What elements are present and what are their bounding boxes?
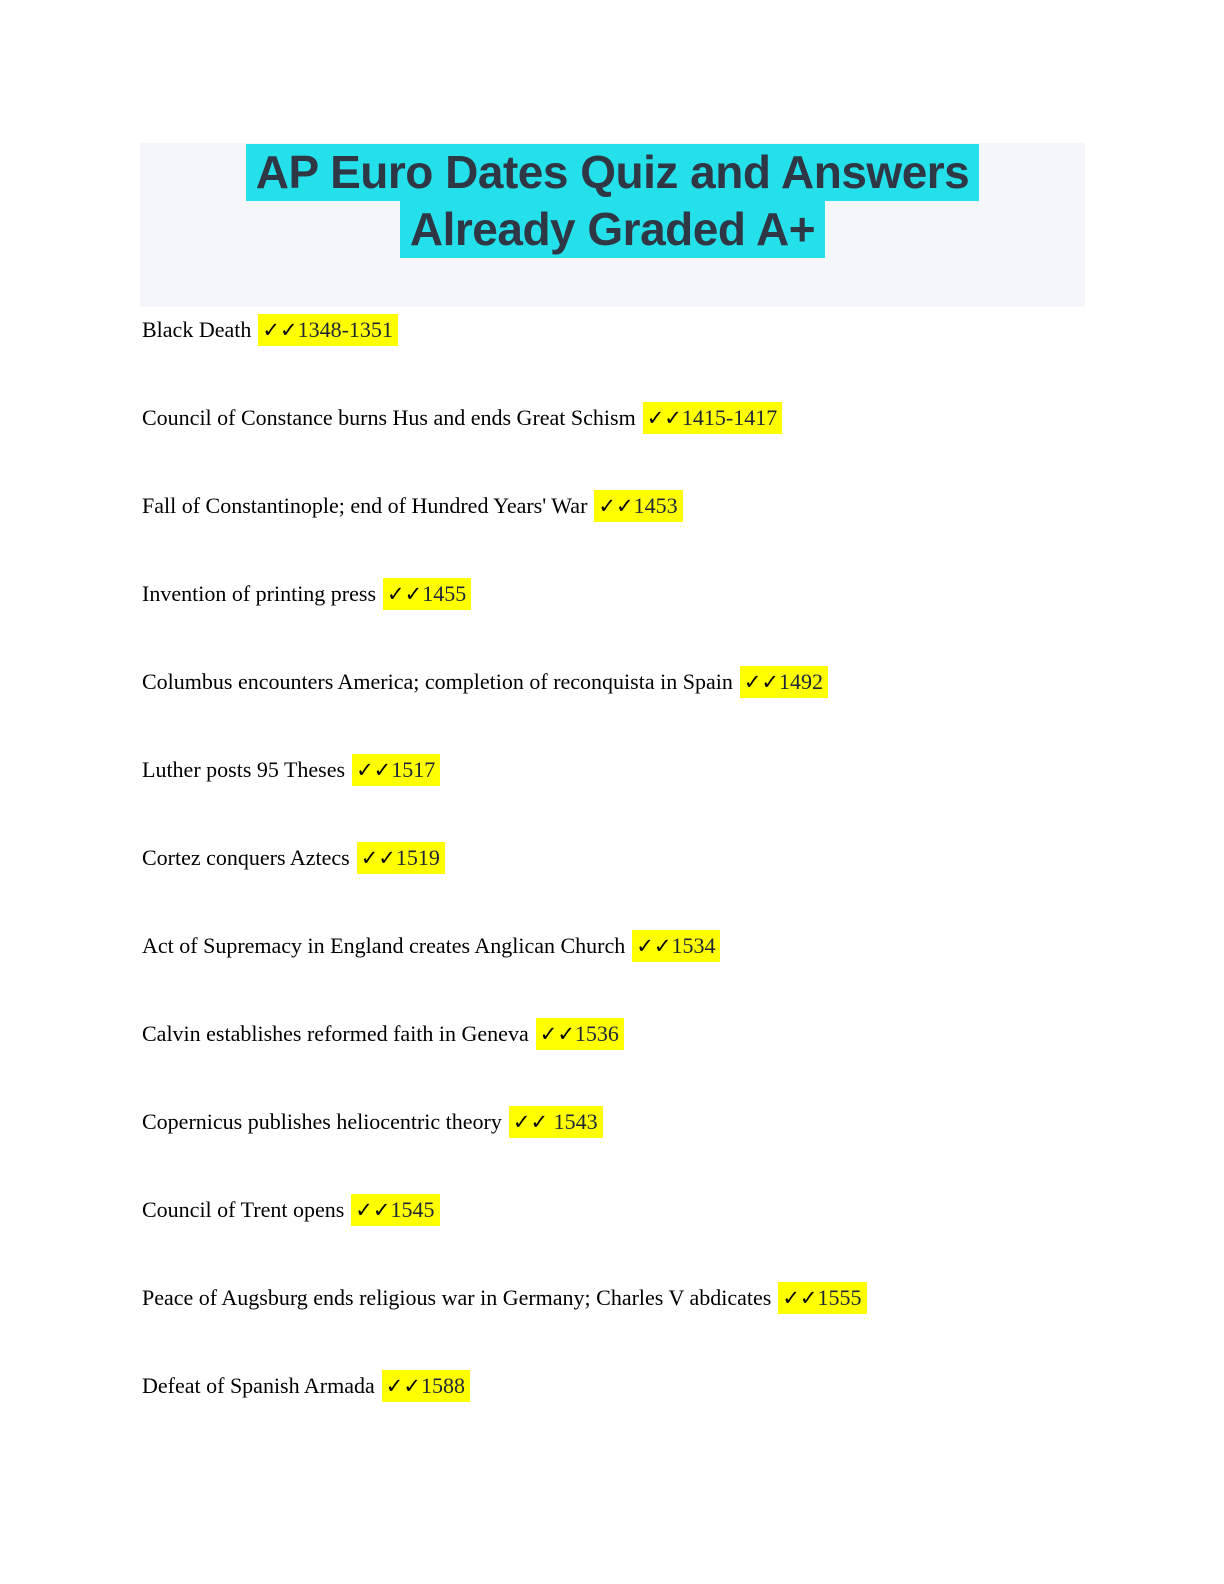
question-text: Peace of Augsburg ends religious war in …	[142, 1285, 772, 1310]
double-checkmark-icon: ✓✓	[743, 670, 780, 694]
qa-item: Invention of printing press✓✓1455	[142, 578, 1085, 610]
answer-highlight: ✓✓1348-1351	[258, 314, 398, 346]
double-checkmark-icon: ✓✓	[356, 758, 392, 782]
question-text: Act of Supremacy in England creates Angl…	[142, 933, 626, 958]
question-text: Black Death	[142, 317, 252, 342]
double-checkmark-icon: ✓✓	[782, 1286, 818, 1310]
answer-date: 1519	[395, 845, 440, 870]
qa-item: Defeat of Spanish Armada✓✓1588	[142, 1370, 1085, 1402]
qa-item: Cortez conquers Aztecs✓✓1519	[142, 842, 1085, 874]
answer-highlight: ✓✓1519	[356, 842, 445, 874]
answer-highlight: ✓✓ 1543	[508, 1106, 603, 1138]
double-checkmark-icon: ✓✓	[387, 582, 423, 606]
qa-item: Black Death✓✓1348-1351	[142, 314, 1085, 346]
page-title-line-2: Already Graded A+	[399, 201, 826, 258]
answer-highlight: ✓✓1536	[535, 1018, 624, 1050]
qa-item: Council of Trent opens✓✓1545	[142, 1194, 1085, 1226]
answer-highlight: ✓✓1588	[381, 1370, 470, 1402]
question-text: Council of Trent opens	[142, 1197, 345, 1222]
answer-highlight: ✓✓1534	[632, 930, 721, 962]
double-checkmark-icon: ✓✓	[636, 934, 672, 958]
double-checkmark-icon: ✓✓	[646, 406, 682, 430]
qa-item: Act of Supremacy in England creates Angl…	[142, 930, 1085, 962]
answer-date: 1453	[633, 493, 678, 518]
answer-date: 1492	[779, 669, 824, 694]
qa-item: Columbus encounters America; completion …	[142, 666, 1085, 698]
answer-date: 1455	[422, 581, 467, 606]
answer-highlight: ✓✓1517	[352, 754, 441, 786]
answer-date: 1415-1417	[681, 405, 778, 430]
double-checkmark-icon: ✓✓	[355, 1198, 391, 1222]
title-banner: AP Euro Dates Quiz and Answers Already G…	[140, 143, 1085, 307]
answer-date: 1545	[390, 1197, 435, 1222]
double-checkmark-icon: ✓✓	[539, 1022, 575, 1046]
qa-item: Calvin establishes reformed faith in Gen…	[142, 1018, 1085, 1050]
answer-highlight: ✓✓1545	[351, 1194, 440, 1226]
answer-date: 1543	[548, 1109, 598, 1134]
double-checkmark-icon: ✓✓	[360, 846, 396, 870]
page-title-line-1: AP Euro Dates Quiz and Answers	[245, 144, 980, 201]
answer-date: 1534	[671, 933, 716, 958]
question-text: Council of Constance burns Hus and ends …	[142, 405, 636, 430]
answer-date: 1536	[574, 1021, 619, 1046]
page-title: AP Euro Dates Quiz and Answers Already G…	[140, 144, 1085, 258]
answer-highlight: ✓✓1415-1417	[642, 402, 783, 434]
qa-list: Black Death✓✓1348-1351 Council of Consta…	[142, 307, 1085, 1459]
qa-item: Copernicus publishes heliocentric theory…	[142, 1106, 1085, 1138]
question-text: Copernicus publishes heliocentric theory	[142, 1109, 502, 1134]
double-checkmark-icon: ✓✓	[598, 494, 634, 518]
qa-item: Fall of Constantinople; end of Hundred Y…	[142, 490, 1085, 522]
answer-highlight: ✓✓1555	[778, 1282, 867, 1314]
question-text: Fall of Constantinople; end of Hundred Y…	[142, 493, 588, 518]
question-text: Luther posts 95 Theses	[142, 757, 346, 782]
question-text: Cortez conquers Aztecs	[142, 845, 350, 870]
qa-item: Peace of Augsburg ends religious war in …	[142, 1282, 1085, 1314]
double-checkmark-icon: ✓✓	[262, 318, 298, 342]
question-text: Invention of printing press	[142, 581, 377, 606]
qa-item: Luther posts 95 Theses✓✓1517	[142, 754, 1085, 786]
question-text: Columbus encounters America; completion …	[142, 669, 733, 694]
answer-date: 1517	[391, 757, 436, 782]
question-text: Defeat of Spanish Armada	[142, 1373, 375, 1398]
qa-item: Council of Constance burns Hus and ends …	[142, 402, 1085, 434]
answer-highlight: ✓✓1492	[739, 666, 829, 698]
double-checkmark-icon: ✓✓	[512, 1110, 549, 1134]
answer-highlight: ✓✓1453	[594, 490, 683, 522]
answer-date: 1555	[817, 1285, 862, 1310]
answer-date: 1588	[420, 1373, 465, 1398]
answer-highlight: ✓✓1455	[383, 578, 472, 610]
double-checkmark-icon: ✓✓	[385, 1374, 421, 1398]
question-text: Calvin establishes reformed faith in Gen…	[142, 1021, 529, 1046]
answer-date: 1348-1351	[297, 317, 393, 342]
